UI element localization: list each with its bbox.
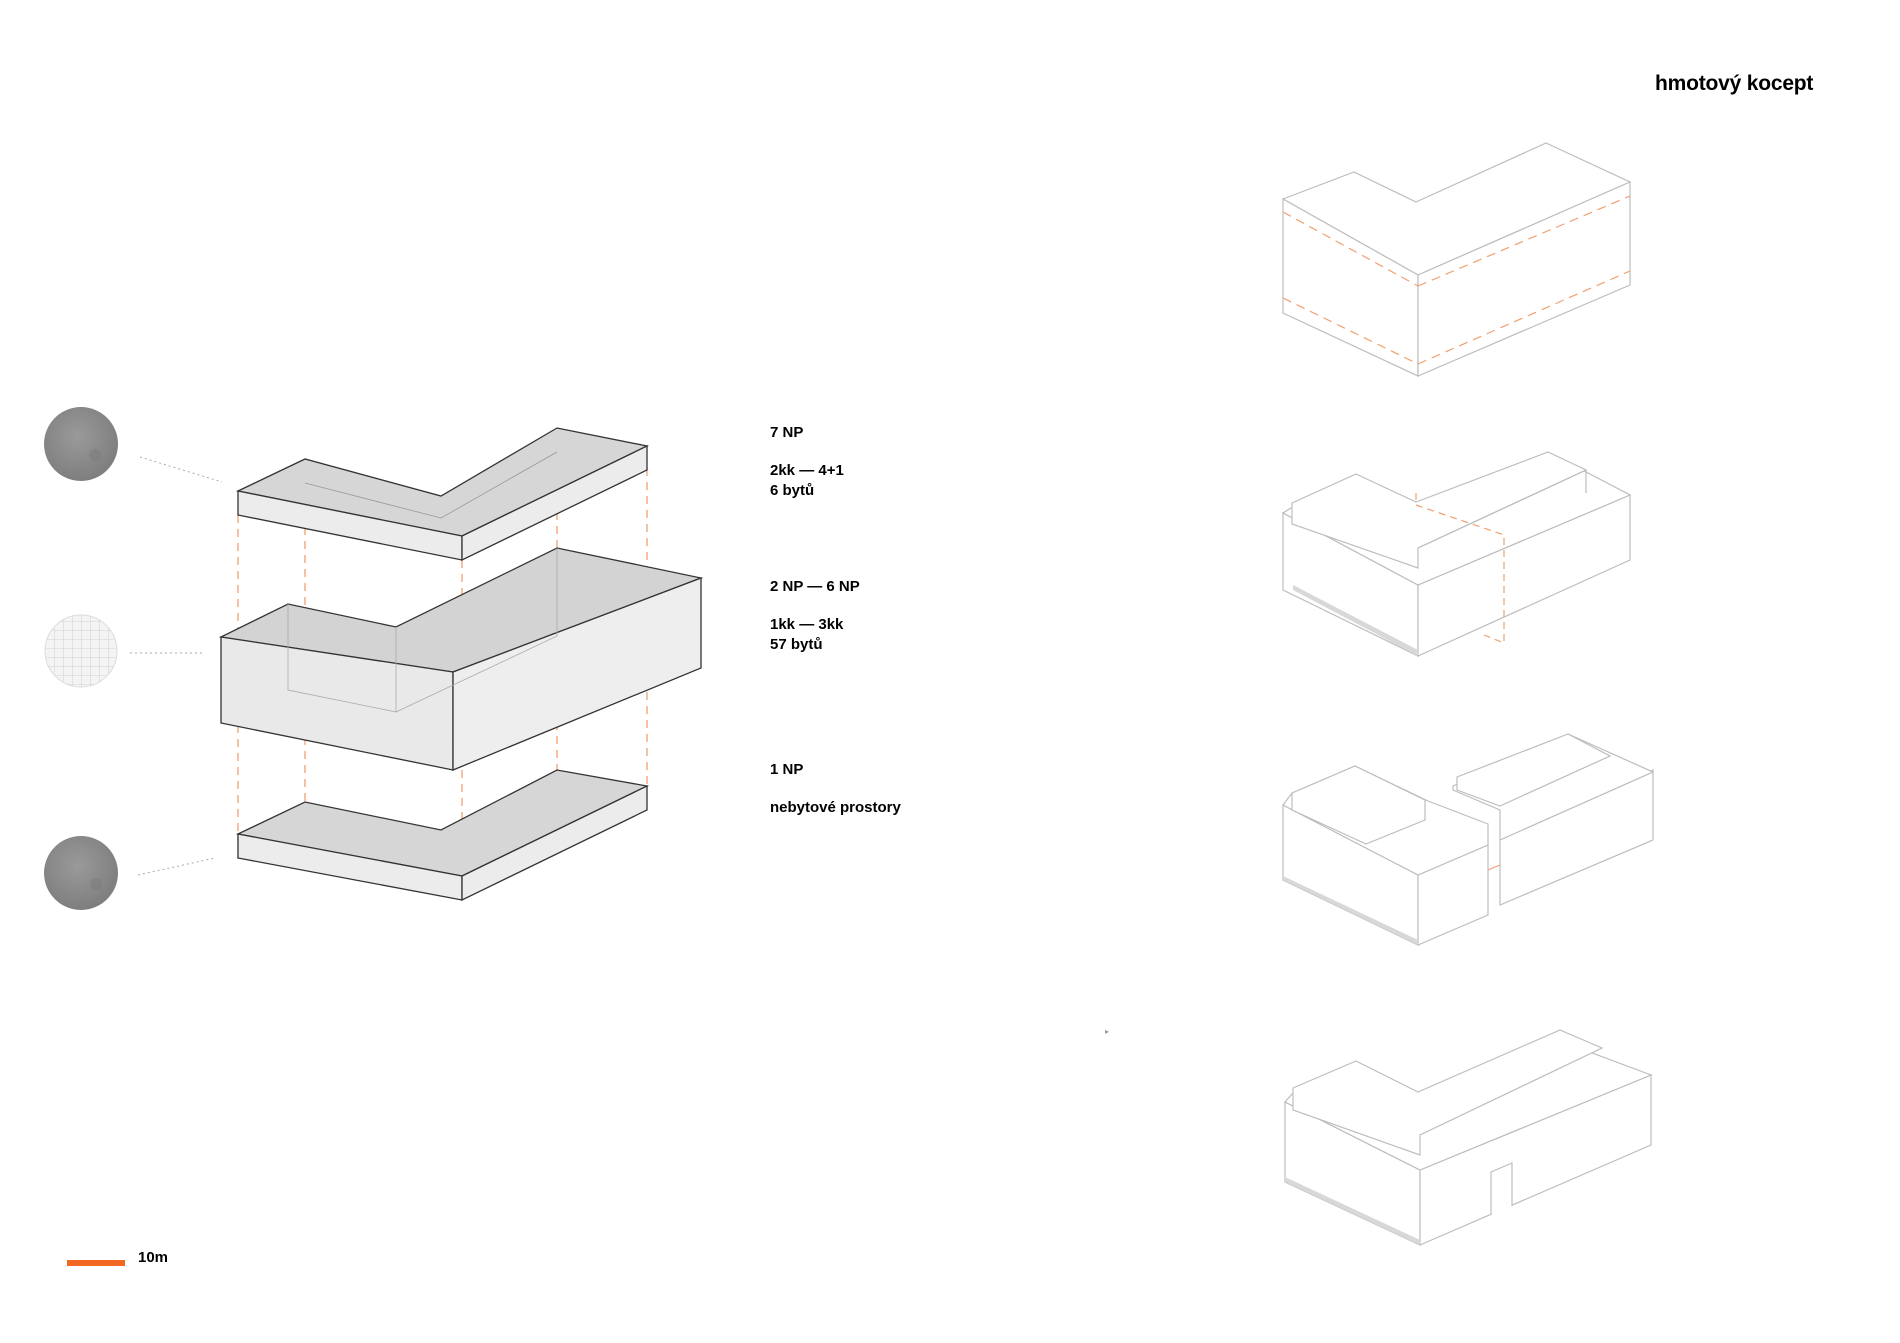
floor-label-ground: 1 NP nebytové prostory (770, 760, 901, 818)
leader-lines (130, 456, 223, 876)
concrete-texture-icon (44, 836, 118, 910)
top-floor-slab (235, 427, 650, 562)
floor-count: 6 bytů (770, 482, 815, 499)
massing-step-3 (1282, 733, 1655, 946)
floor-label-middle: 2 NP — 6 NP 1kk — 3kk 57 bytů (770, 577, 860, 655)
massing-step-1 (1281, 142, 1632, 377)
floor-units: 2kk — 4+1 (770, 462, 844, 479)
ground-floor-slab (235, 769, 650, 902)
floor-count: 57 bytů (770, 636, 823, 653)
concrete-texture-icon (44, 407, 118, 481)
scale-bar (67, 1260, 125, 1266)
massing-step-2 (1281, 451, 1632, 657)
page-title: hmotový kocept (1655, 72, 1814, 95)
floor-units: 1kk — 3kk (770, 616, 844, 633)
floor-name: 2 NP — 6 NP (770, 578, 860, 595)
scale-label: 10m (138, 1249, 169, 1266)
marker-glyph: ▸ (1105, 1027, 1109, 1036)
massing-step-4 (1284, 1029, 1653, 1246)
floor-name: 1 NP (770, 761, 804, 778)
floor-name: 7 NP (770, 424, 804, 441)
floor-label-top: 7 NP 2kk — 4+1 6 bytů (770, 423, 844, 501)
middle-floors-volume (218, 547, 704, 771)
grid-glass-texture-icon (44, 614, 118, 688)
floor-units: nebytové prostory (770, 799, 901, 816)
